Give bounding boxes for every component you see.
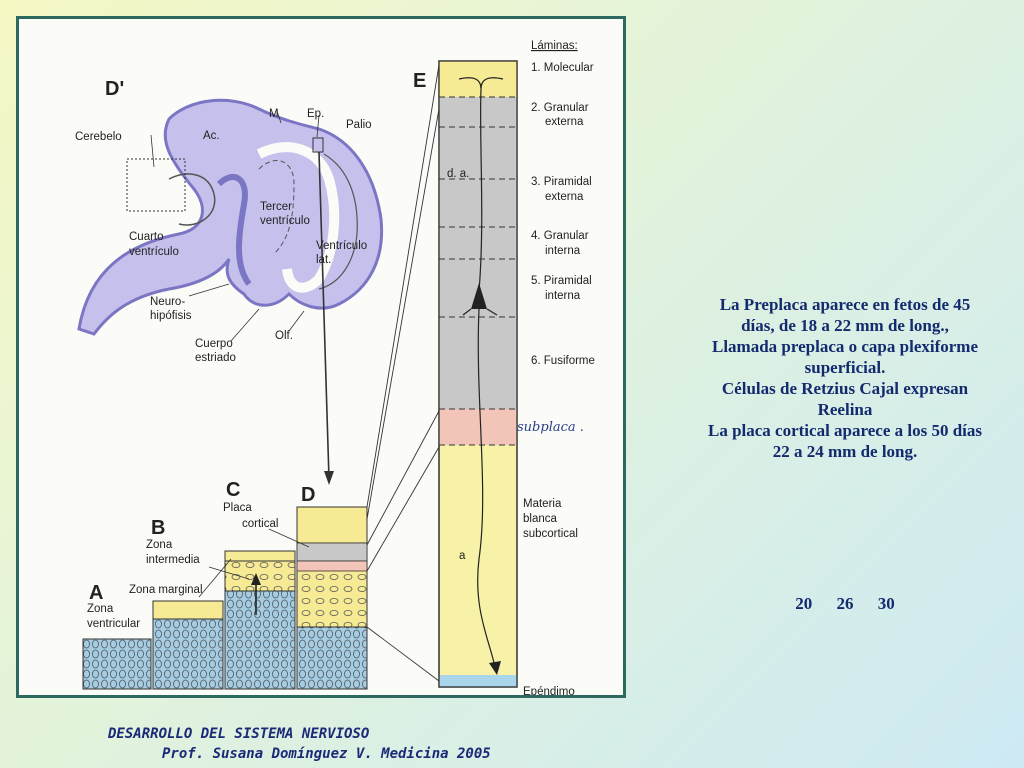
panel-letter-d: D [301, 484, 315, 506]
label-ep: Ep. [307, 108, 324, 120]
label-materia-2: blanca [523, 513, 557, 525]
label-ventriculo-1: Ventrículo [316, 240, 367, 252]
footer-author: Prof. Susana Domínguez V. Medicina 2005 [162, 746, 491, 762]
lamina-5a: 5. Piramidal [531, 275, 592, 287]
label-tercer-2: ventrículo [260, 215, 310, 227]
lamina-3a: 3. Piramidal [531, 176, 592, 188]
figure-svg: D' E Cerebelo Ac. M Ep. Palio Tercer ven… [75, 40, 595, 695]
number-30: 30 [877, 594, 895, 613]
stage-a-column [82, 638, 152, 690]
label-palio: Palio [346, 119, 372, 131]
note-preplaca: La Preplaca aparece en fetos de 45 días,… [719, 295, 971, 335]
lamina-3b: externa [545, 191, 584, 203]
stage-b-column [152, 600, 224, 690]
panel-letter-b: B [151, 517, 165, 539]
label-da: d. a. [447, 168, 469, 180]
panel-letter-d-prime: D' [105, 78, 124, 100]
brain-section [77, 98, 384, 485]
number-26: 26 [836, 594, 854, 613]
day-numbers: 20 26 30 [706, 594, 984, 614]
label-cuerpo-1: Cuerpo [195, 338, 233, 350]
label-cuarto-1: Cuarto [129, 231, 164, 243]
note-retzius: Células de Retzius Cajal expresan Reelin… [721, 379, 969, 419]
label-placa-2: cortical [242, 518, 278, 530]
laminas-title: Láminas: [531, 40, 578, 52]
number-20: 20 [795, 594, 813, 613]
label-olf: Olf. [275, 330, 293, 342]
panel-letter-a: A [89, 582, 103, 604]
label-neuro-2: hipófisis [150, 310, 192, 322]
label-placa-1: Placa [223, 502, 252, 514]
stage-c-column [224, 550, 296, 690]
panel-letter-c: C [226, 479, 240, 501]
label-neuro-1: Neuro- [150, 296, 185, 308]
lamina-1: 1. Molecular [531, 62, 594, 74]
lamina-4a: 4. Granular [531, 230, 589, 242]
label-m: M [269, 108, 279, 120]
label-subplaca: subplaca . [517, 420, 584, 435]
footer: DESARROLLO DEL SISTEMA NERVIOSO Prof. Su… [108, 724, 491, 764]
label-ventriculo-2: lat. [316, 254, 331, 266]
label-materia-1: Materia [523, 498, 562, 510]
label-ac: Ac. [203, 130, 220, 142]
lamina-2b: externa [545, 116, 584, 128]
stage-d-column [296, 506, 368, 690]
label-zona-intermedia-1: Zona [146, 539, 173, 551]
side-notes: La Preplaca aparece en fetos de 45 días,… [706, 294, 984, 462]
label-zona-marginal: Zona marginal [129, 584, 203, 596]
lamina-6: 6. Fusiforme [531, 355, 595, 367]
label-a: a [459, 550, 466, 562]
panel-letter-e: E [413, 70, 426, 92]
label-tercer-1: Tercer [260, 201, 292, 213]
embryology-figure: D' E Cerebelo Ac. M Ep. Palio Tercer ven… [16, 16, 626, 698]
lamina-5b: interna [545, 290, 581, 302]
note-plexiforme: Llamada preplaca o capa plexiforme super… [712, 337, 978, 377]
label-ependimo: Epéndimo [523, 686, 575, 695]
label-zona-ventricular-1: Zona [87, 603, 114, 615]
label-cuarto-2: ventrículo [129, 246, 179, 258]
lamina-4b: interna [545, 245, 581, 257]
label-cuerpo-2: estriado [195, 352, 236, 364]
label-materia-3: subcortical [523, 528, 578, 540]
label-zona-ventricular-2: ventricular [87, 618, 140, 630]
footer-title: DESARROLLO DEL SISTEMA NERVIOSO [108, 726, 370, 742]
cortex-column-e [438, 60, 518, 688]
label-cerebelo: Cerebelo [75, 131, 122, 143]
note-placa-cortical: La placa cortical aparece a los 50 días … [707, 421, 983, 461]
label-zona-intermedia-2: intermedia [146, 554, 200, 566]
lamina-2a: 2. Granular [531, 102, 589, 114]
